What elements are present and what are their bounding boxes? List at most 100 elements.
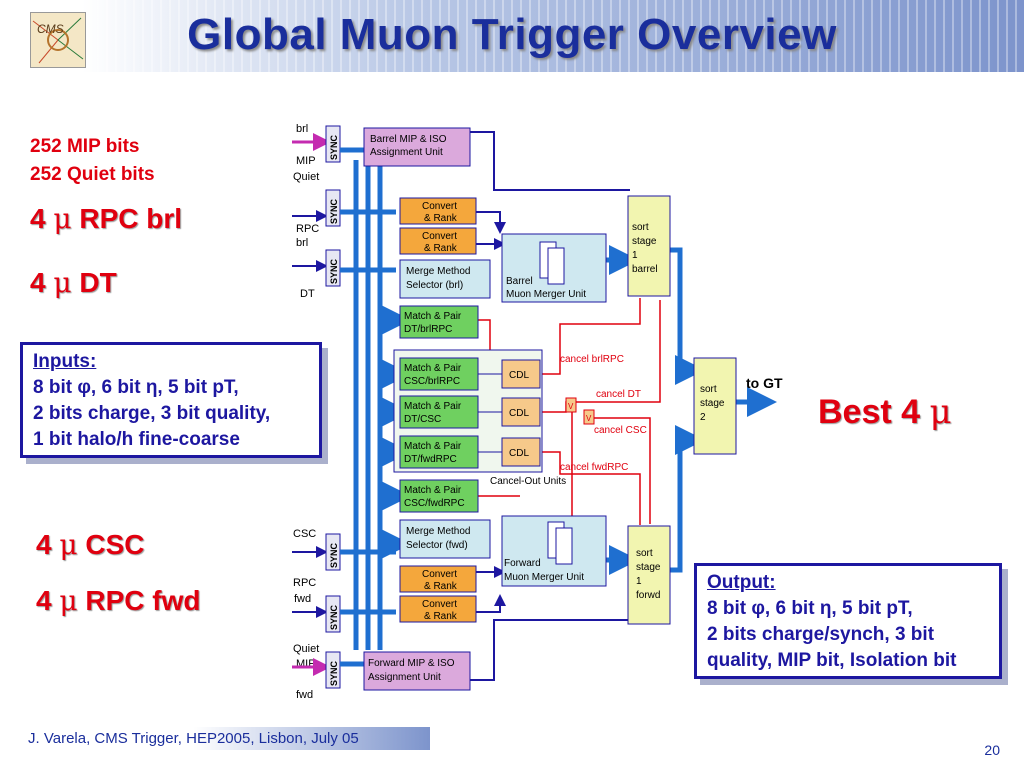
sort-stage-1-barrel: sort stage 1 barrel bbox=[627, 195, 671, 297]
sync-label: SYNC bbox=[329, 134, 339, 160]
mip-bits-label: 252 MIP bits bbox=[30, 136, 140, 157]
barrel-mip-iso-line1: Barrel MIP & ISO bbox=[370, 134, 447, 145]
rank-label: & Rank bbox=[424, 243, 458, 254]
rpc-brl-text: RPC brl bbox=[79, 203, 183, 234]
header-bar bbox=[0, 0, 1024, 72]
mu-symbol: μ bbox=[53, 266, 72, 299]
input-quiet-label: Quiet bbox=[293, 171, 319, 183]
sort-line: sort bbox=[632, 222, 649, 233]
merge-brl-line1: Merge Method bbox=[406, 266, 470, 277]
convert-label: Convert bbox=[422, 231, 457, 242]
forward-muon-merger-unit: Forward Muon Merger Unit bbox=[501, 515, 607, 587]
merger-to-sort-arrows bbox=[604, 245, 777, 575]
convert-rank-fwd-1: Convert & Rank bbox=[399, 565, 477, 593]
sort-line: barrel bbox=[632, 264, 658, 275]
match-line2: DT/fwdRPC bbox=[404, 454, 457, 465]
convert-label: Convert bbox=[422, 569, 457, 580]
input-dt-label: DT bbox=[300, 288, 315, 300]
input-fwd-label: fwd bbox=[294, 593, 311, 605]
output-line1: 8 bit φ, 6 bit η, 5 bit pT, bbox=[707, 598, 913, 619]
forward-mip-iso-unit: Forward MIP & ISO Assignment Unit bbox=[363, 651, 471, 691]
blue-buses bbox=[340, 147, 411, 667]
cdl-unit: CDL bbox=[501, 359, 541, 389]
input-rpc2-label: RPC bbox=[293, 577, 316, 589]
rpc-fwd-label: 4 μ RPC fwd bbox=[36, 584, 200, 617]
logo-text: CMS bbox=[37, 22, 64, 36]
input-quiet2-label: Quiet bbox=[293, 643, 319, 655]
merge-brl-line2: Selector (brl) bbox=[406, 280, 463, 291]
sync-box: SYNC bbox=[325, 595, 341, 633]
cdl-connectors bbox=[478, 373, 502, 453]
sort-line: 1 bbox=[632, 250, 638, 261]
cdl-label: CDL bbox=[509, 448, 529, 459]
sort-line: sort bbox=[636, 548, 653, 559]
match-line2: CSC/brlRPC bbox=[404, 376, 460, 387]
match-line1: Match & Pair bbox=[404, 401, 462, 412]
cms-logo: CMS bbox=[30, 12, 86, 68]
merge-fwd-line1: Merge Method bbox=[406, 526, 470, 537]
inputs-line2: 2 bits charge, 3 bit quality, bbox=[33, 403, 271, 424]
convert-rank-brl-2: Convert & Rank bbox=[399, 227, 477, 255]
sync-units: SYNC SYNC SYNC SYNC SYNC SYNC bbox=[325, 125, 341, 689]
match-line1: Match & Pair bbox=[404, 441, 462, 452]
match-pair-dt-csc: Match & Pair DT/CSC bbox=[399, 395, 479, 429]
mu-symbol: μ bbox=[53, 202, 72, 235]
rpc-brl-label: 4 μ RPC brl bbox=[30, 202, 182, 235]
cancel-lines bbox=[478, 298, 661, 525]
sync-label: SYNC bbox=[329, 604, 339, 630]
best-4-mu-label: Best 4 μ bbox=[818, 392, 952, 432]
sync-box: SYNC bbox=[325, 651, 341, 689]
convert-rank-brl-1: Convert & Rank bbox=[399, 197, 477, 225]
dt-label: 4 μ DT bbox=[30, 266, 117, 299]
slide-title: Global Muon Trigger Overview bbox=[187, 10, 837, 59]
or-gate-symbol: V bbox=[586, 414, 592, 423]
input-rpc-label: RPC bbox=[296, 223, 319, 235]
sort-line: stage bbox=[632, 236, 657, 247]
match-pair-dt-brlrpc: Match & Pair DT/brlRPC bbox=[399, 305, 479, 339]
cancel-csc-label: cancel CSC bbox=[594, 425, 647, 436]
sort-line: sort bbox=[700, 384, 717, 395]
sort-line: stage bbox=[636, 562, 661, 573]
dt-count: 4 bbox=[30, 267, 46, 298]
forward-merger-line2: Muon Merger Unit bbox=[504, 572, 584, 583]
cancel-fwdrpc-label: cancel fwdRPC bbox=[560, 462, 628, 473]
input-fwd2-label: fwd bbox=[296, 689, 313, 701]
merge-method-selector-fwd: Merge Method Selector (fwd) bbox=[399, 519, 491, 559]
forward-mip-iso-line1: Forward MIP & ISO bbox=[368, 658, 455, 669]
sort-stage-1-forward: sort stage 1 forwd bbox=[627, 525, 671, 625]
match-line2: CSC/fwdRPC bbox=[404, 498, 465, 509]
inputs-line1: 8 bit φ, 6 bit η, 5 bit pT, bbox=[33, 377, 239, 398]
footer-bar bbox=[0, 727, 430, 750]
match-line2: DT/CSC bbox=[404, 414, 441, 425]
rank-label: & Rank bbox=[424, 213, 458, 224]
convert-rank-fwd-2: Convert & Rank bbox=[399, 595, 477, 623]
best-text: Best 4 bbox=[818, 393, 921, 431]
cms-logo-graphic: CMS bbox=[32, 17, 84, 64]
match-line2: DT/brlRPC bbox=[404, 324, 452, 335]
rpc-fwd-count: 4 bbox=[36, 585, 52, 616]
input-brl2-label: brl bbox=[296, 237, 308, 249]
or-gate: V bbox=[565, 397, 577, 413]
barrel-muon-merger-unit: Barrel Muon Merger Unit bbox=[501, 233, 607, 303]
header-stripes bbox=[0, 0, 1024, 72]
rank-label: & Rank bbox=[424, 581, 458, 592]
inputs-line3: 1 bit halo/h fine-coarse bbox=[33, 429, 240, 450]
barrel-merger-line2: Muon Merger Unit bbox=[506, 289, 586, 300]
cdl-unit: CDL bbox=[501, 437, 541, 467]
forward-merger-line1: Forward bbox=[504, 558, 541, 569]
match-line1: Match & Pair bbox=[404, 363, 462, 374]
sort-line: 2 bbox=[700, 412, 706, 423]
or-gate-symbol: V bbox=[568, 402, 574, 411]
cancel-brlrpc-label: cancel brlRPC bbox=[560, 354, 624, 365]
sync-label: SYNC bbox=[329, 198, 339, 224]
sync-box: SYNC bbox=[325, 249, 341, 287]
cdl-label: CDL bbox=[509, 370, 529, 381]
sync-box: SYNC bbox=[325, 189, 341, 227]
page-number: 20 bbox=[984, 742, 1000, 758]
csc-text: CSC bbox=[85, 529, 145, 560]
sync-label: SYNC bbox=[329, 258, 339, 284]
match-pair-dt-fwdrpc: Match & Pair DT/fwdRPC bbox=[399, 435, 479, 469]
cancel-dt-label: cancel DT bbox=[596, 389, 641, 400]
sort-stage-2: sort stage 2 bbox=[693, 357, 737, 455]
input-csc-label: CSC bbox=[293, 528, 316, 540]
